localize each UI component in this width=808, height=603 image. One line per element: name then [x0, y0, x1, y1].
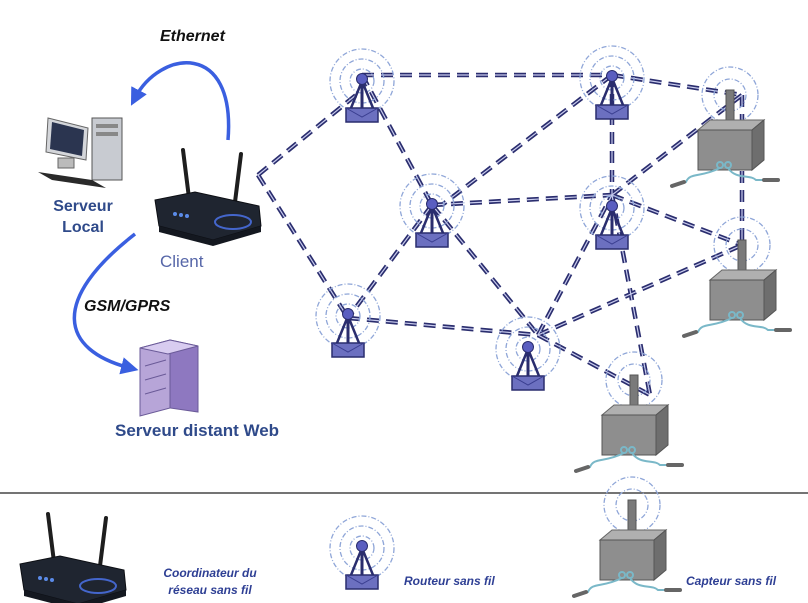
router-node — [494, 315, 562, 392]
legend-router-icon — [328, 514, 396, 591]
client-coordinator — [153, 148, 263, 248]
ethernet-arrow — [130, 61, 231, 141]
serveur-distant-label: Serveur distant Web — [115, 421, 280, 440]
sensor-node — [682, 215, 792, 338]
legend-routeur-label: Routeur sans fil — [404, 574, 495, 588]
client-label: Client — [160, 252, 204, 271]
router-node — [578, 174, 646, 251]
web-server-icon — [139, 339, 199, 417]
legend-coordinateur-label: Coordinateur du réseau sans fil — [163, 566, 257, 597]
router-node — [578, 44, 646, 121]
sensor-node — [574, 350, 684, 473]
legend-coordinator-icon — [18, 512, 128, 603]
gsm-arrow — [72, 232, 139, 375]
gsm-gprs-label: GSM/GPRS — [84, 298, 171, 315]
desktop-computer-icon — [38, 117, 123, 188]
ethernet-label: Ethernet — [160, 28, 225, 45]
serveur-local-label: Serveur Local — [53, 198, 113, 236]
legend-sensor-icon — [572, 475, 682, 598]
mesh-links — [256, 72, 745, 397]
legend-capteur-label: Capteur sans fil — [686, 574, 777, 588]
